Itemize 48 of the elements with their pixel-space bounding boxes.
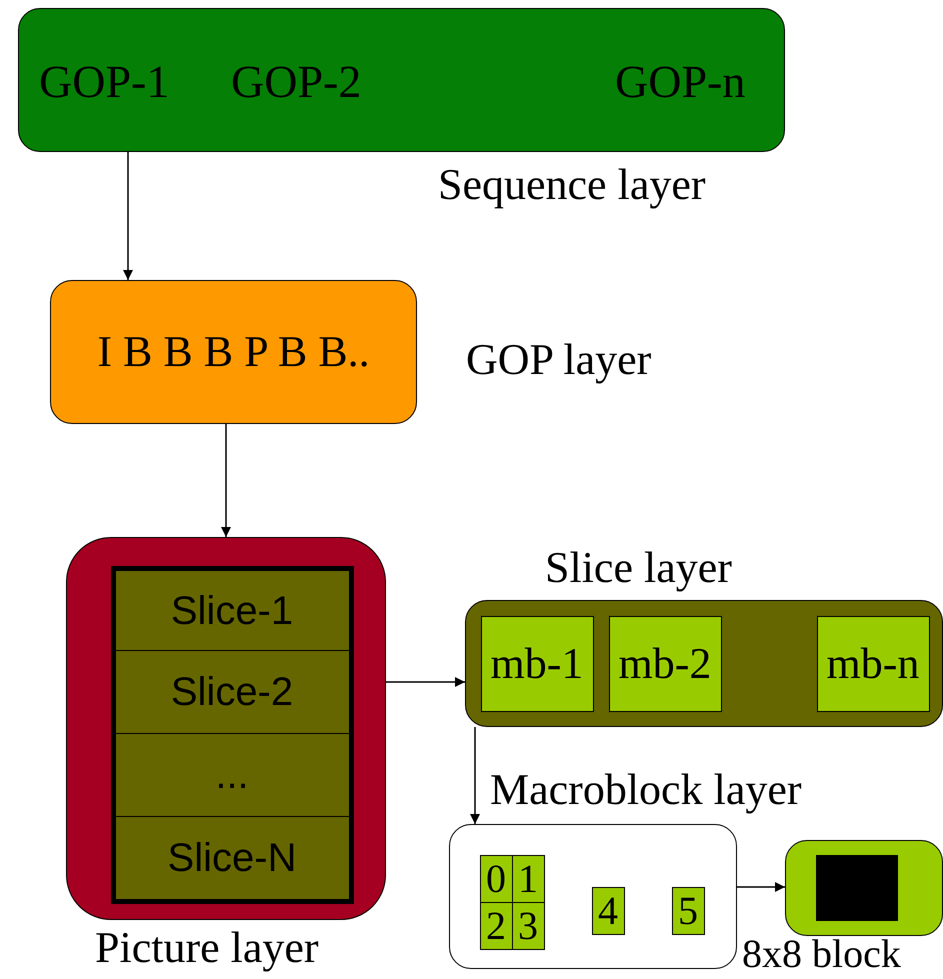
block-number: 3: [518, 906, 538, 946]
slice-label: Slice-N: [168, 838, 296, 878]
macroblock-layer-box: [449, 824, 737, 969]
arrow: [221, 424, 231, 537]
block-cell: [592, 886, 624, 934]
gop-label: GOP-n: [615, 59, 746, 105]
slice-row: [110, 650, 354, 734]
layer-label: Picture layer: [95, 926, 319, 970]
macroblock-box: [816, 616, 930, 712]
slice-label: Slice-2: [170, 672, 294, 712]
slice-row: [110, 816, 354, 904]
block-cell: [480, 902, 512, 950]
arrow: [123, 152, 133, 280]
block-cell: [480, 854, 512, 902]
layer-label: GOP layer: [466, 338, 652, 382]
picture-box: [66, 537, 386, 920]
macroblock-label: mb-n: [826, 642, 920, 686]
sequence-box: [18, 8, 785, 152]
macroblock-box: [480, 616, 594, 712]
arrow: [386, 677, 465, 687]
macroblock-label: mb-2: [618, 642, 712, 686]
macroblock-label: mb-1: [490, 642, 584, 686]
slice-row: [110, 566, 354, 652]
arrow: [737, 882, 785, 892]
block-number: 2: [486, 906, 506, 946]
slice-row: [110, 732, 354, 818]
block-number: 5: [678, 890, 698, 930]
block-cell: [512, 854, 544, 902]
layer-label: Macroblock layer: [490, 768, 802, 812]
block-cell: [672, 886, 704, 934]
gop-label: GOP-2: [231, 59, 362, 105]
block-number: 1: [518, 858, 538, 898]
layer-label: Sequence layer: [438, 163, 706, 207]
block-number: 4: [598, 890, 618, 930]
arrow: [470, 727, 480, 824]
slice-layer-box: [465, 600, 943, 727]
block-number: 0: [486, 858, 506, 898]
layer-label: Slice layer: [545, 546, 732, 590]
gop-label: GOP-1: [39, 59, 170, 105]
macroblock-box: [608, 616, 722, 712]
block-box: [785, 840, 943, 936]
frame-sequence: I B B B P B B..: [97, 330, 370, 374]
gop-box: [50, 280, 417, 424]
layer-label: 8x8 block: [742, 934, 901, 974]
block-cell: [512, 902, 544, 950]
ellipsis: ...: [215, 755, 249, 795]
pixel-block: [816, 854, 898, 920]
slice-label: Slice-1: [170, 590, 294, 630]
